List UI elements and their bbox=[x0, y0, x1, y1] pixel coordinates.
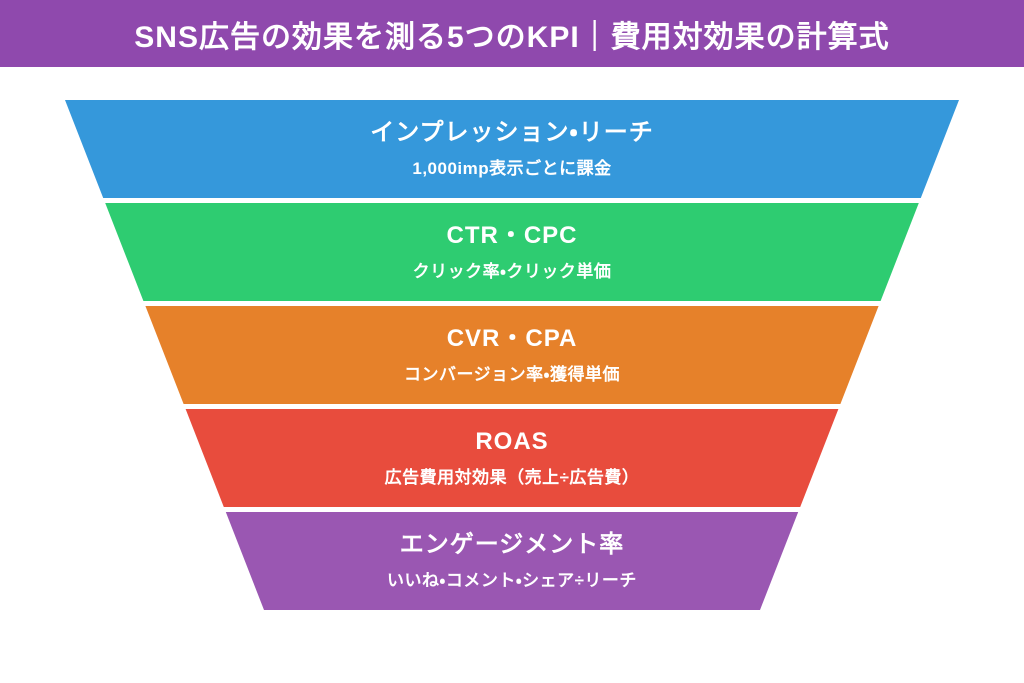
funnel-band-shape-ctr-cpc bbox=[105, 203, 919, 301]
page-title: SNS広告の効果を測る5つのKPI｜費用対効果の計算式 bbox=[134, 20, 890, 54]
funnel-band-shape-roas bbox=[185, 409, 839, 507]
funnel-band-shape-cvr-cpa bbox=[145, 306, 879, 404]
funnel-band-shape-impressions-reach bbox=[65, 100, 959, 198]
funnel-band-shape-engagement-rate bbox=[225, 512, 799, 610]
header-banner: SNS広告の効果を測る5つのKPI｜費用対効果の計算式 bbox=[0, 0, 1024, 67]
